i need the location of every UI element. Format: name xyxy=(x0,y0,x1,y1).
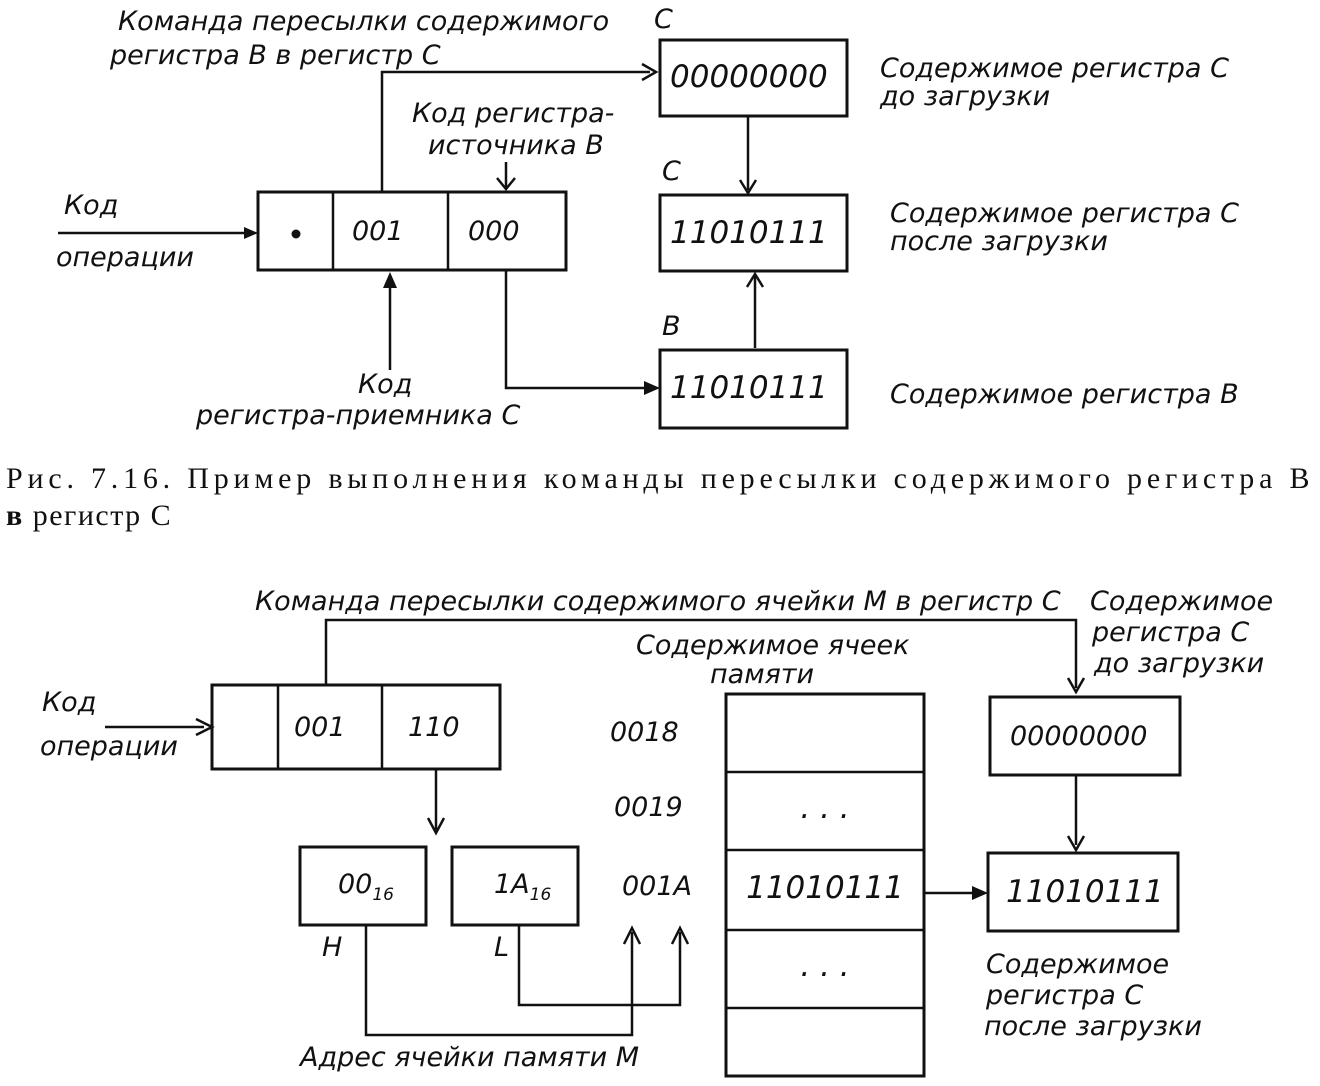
f1-instr-title-line1: Команда пересылки содержимого xyxy=(118,6,609,37)
f2-reg-c-after-desc-line1: Содержимое xyxy=(986,949,1169,980)
f1-reg-c-after-desc-line1: Содержимое регистра С xyxy=(890,198,1239,229)
f2-reg-c-before-desc-line2: регистра С xyxy=(1091,617,1249,648)
f1-dest-code-arrowhead xyxy=(383,272,397,288)
f2-reg-h-subscript: 16 xyxy=(372,885,394,905)
f1-field-dest: 001 xyxy=(352,216,404,247)
f2-reg-h-main: 00 xyxy=(338,869,372,900)
f2-reg-l-value: 1А16 xyxy=(494,869,551,905)
f2-reg-l-subscript: 16 xyxy=(530,885,552,905)
f1-opcode-arrowhead xyxy=(244,227,258,239)
f2-mem-to-c-arrowhead xyxy=(972,886,988,900)
f2-reg-c-before-desc-line3: до загрузки xyxy=(1093,648,1264,679)
f1-instr-to-c-line xyxy=(380,70,650,192)
f1-instruction-word xyxy=(256,190,568,272)
f1-opcode-dot xyxy=(291,229,301,239)
f2-c-before-to-after-arrowhead xyxy=(1066,835,1086,853)
f2-memory-column: . . . 11010111 . . . xyxy=(724,692,926,1078)
caption-line1: Рис. 7.16. Пример выполнения команды пер… xyxy=(6,462,1311,495)
f2-reg-l-name: L xyxy=(494,932,509,963)
f2-instruction-word xyxy=(210,683,502,771)
f1-reg-c-after-desc-line2: после загрузки xyxy=(890,226,1108,257)
f1-reg-c-after-value: 11010111 xyxy=(670,215,828,251)
f2-reg-c-before-desc-line1: Содержимое xyxy=(1090,586,1273,617)
f2-addr-001a: 001А xyxy=(622,871,692,902)
f2-h-to-addr-line xyxy=(364,925,634,1037)
f1-reg-c-before-value: 00000000 xyxy=(670,59,828,95)
f1-field-src: 000 xyxy=(468,216,520,247)
f1-instr-title-line2: регистра В в регистр С xyxy=(109,40,441,71)
f1-instr-to-c-arrowhead xyxy=(641,62,659,82)
f2-reg-c-before-value: 00000000 xyxy=(1010,721,1147,752)
f1-dest-code-label-line1: Код xyxy=(358,369,412,400)
f1-src-code-label-line1: Код регистра- xyxy=(412,98,614,129)
f2-reg-l-main: 1А xyxy=(494,869,530,900)
f2-instr-to-c-arrowhead xyxy=(1066,677,1086,695)
f2-addr-0019: 0019 xyxy=(614,792,683,823)
f2-field-dest: 001 xyxy=(294,712,346,743)
f1-reg-c-before-desc-line1: Содержимое регистра С xyxy=(880,53,1229,84)
f2-instr-title: Команда пересылки содержимого ячейки М в… xyxy=(255,586,1061,617)
f2-mem-title-line2: памяти xyxy=(710,659,814,690)
f1-opcode-label-line2: операции xyxy=(56,242,194,273)
f1-reg-b xyxy=(658,348,849,430)
figure-memory-to-register: Команда пересылки содержимого ячейки М в… xyxy=(40,586,1273,1078)
f2-reg-l xyxy=(450,845,580,927)
f1-reg-c-name-top: С xyxy=(654,4,673,35)
f2-h-to-addr-arrowhead xyxy=(622,925,642,945)
f2-mem-cell-0019: . . . xyxy=(800,790,849,826)
caption-line2-bold: в xyxy=(6,499,24,532)
f2-reg-h-name: Н xyxy=(322,932,342,963)
f2-mem-cell-next: . . . xyxy=(800,948,849,984)
f1-opcode-label-line1: Код xyxy=(64,190,118,221)
f2-addr-0018: 0018 xyxy=(610,717,679,748)
f1-reg-c-after xyxy=(658,193,849,273)
f2-mem-title-line1: Содержимое ячеек xyxy=(636,630,910,661)
f1-src-code-arrowhead xyxy=(496,177,516,191)
f2-l-to-addr-line xyxy=(517,925,682,1007)
f1-c-before-to-after-arrowhead xyxy=(738,179,758,196)
f1-reg-c-name-mid: С xyxy=(662,156,681,187)
f1-reg-c-before-desc-line2: до загрузки xyxy=(879,81,1050,112)
f1-reg-c-before xyxy=(658,38,849,118)
f1-b-to-c-arrowhead xyxy=(745,271,765,288)
caption-line2: в регистр С xyxy=(6,499,172,532)
f2-reg-c-after xyxy=(986,851,1180,933)
f1-src-to-b-line xyxy=(504,270,650,390)
f2-instr-to-c-line xyxy=(324,618,1078,688)
caption-line2-rest: регистр С xyxy=(24,499,172,532)
f2-reg-c-after-desc-line2: регистра С xyxy=(985,980,1143,1011)
f2-src-down-arrowhead xyxy=(426,817,446,836)
f2-reg-h-value: 0016 xyxy=(338,869,394,905)
f2-reg-c-after-value: 11010111 xyxy=(1006,874,1164,910)
f1-reg-b-name: В xyxy=(662,311,681,342)
f2-reg-c-before xyxy=(988,695,1182,777)
f2-opcode-label-line1: Код xyxy=(42,687,96,718)
f2-reg-h xyxy=(298,845,428,927)
f2-reg-c-after-desc-line3: после загрузки xyxy=(984,1011,1202,1042)
f2-memory-frame xyxy=(724,692,926,1078)
figure-caption: Рис. 7.16. Пример выполнения команды пер… xyxy=(6,462,1311,532)
figure-7-16: Команда пересылки содержимого регистра В… xyxy=(56,4,1239,431)
f2-l-to-addr-arrowhead xyxy=(670,925,690,945)
f1-reg-b-value: 11010111 xyxy=(670,370,828,406)
f2-field-src: 110 xyxy=(408,712,460,743)
f2-addr-label: Адрес ячейки памяти М xyxy=(298,1042,639,1073)
f1-src-to-b-arrowhead xyxy=(644,381,660,395)
f2-opcode-label-line2: операции xyxy=(40,731,178,762)
f1-reg-b-desc: Содержимое регистра В xyxy=(890,379,1239,410)
f2-mem-cell-001a: 11010111 xyxy=(746,870,904,906)
f1-dest-code-label-line2: регистра-приемника С xyxy=(195,400,520,431)
f1-src-code-label-line2: источника В xyxy=(428,130,604,161)
